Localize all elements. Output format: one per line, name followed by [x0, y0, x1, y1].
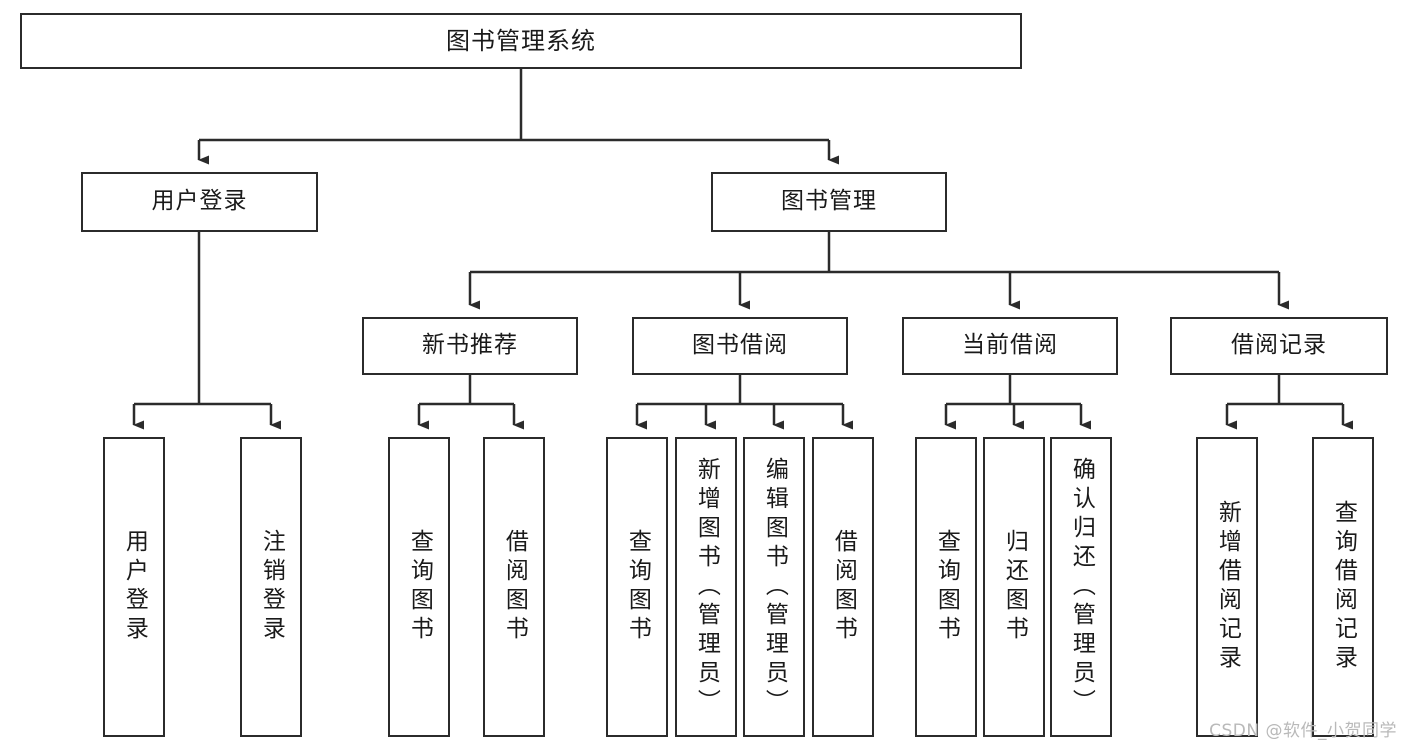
node-leaf-add-book-admin-label: 新增图书（管理员） — [693, 456, 720, 718]
node-leaf-query-borrow-record-label: 查询借阅记录 — [1330, 500, 1357, 674]
node-leaf-query-book-2[interactable]: 查询图书 — [606, 437, 668, 737]
node-leaf-borrow-book-2-label: 借阅图书 — [830, 529, 857, 645]
node-book-manage[interactable]: 图书管理 — [711, 172, 947, 232]
node-leaf-borrow-book-1[interactable]: 借阅图书 — [483, 437, 545, 737]
node-book-manage-label: 图书管理 — [781, 188, 877, 215]
node-leaf-add-book-admin[interactable]: 新增图书（管理员） — [675, 437, 737, 737]
node-leaf-query-book-3-label: 查询图书 — [933, 529, 960, 645]
watermark-text: CSDN @软件_小贺同学 — [1209, 721, 1397, 741]
node-leaf-edit-book-admin[interactable]: 编辑图书（管理员） — [743, 437, 805, 737]
node-user-login[interactable]: 用户登录 — [81, 172, 318, 232]
node-leaf-borrow-book-1-label: 借阅图书 — [501, 529, 528, 645]
node-book-borrow-label: 图书借阅 — [692, 332, 788, 359]
node-new-book-recommend[interactable]: 新书推荐 — [362, 317, 578, 375]
node-leaf-user-logout[interactable]: 注销登录 — [240, 437, 302, 737]
node-leaf-query-book-1-label: 查询图书 — [406, 529, 433, 645]
node-leaf-confirm-return-admin[interactable]: 确认归还（管理员） — [1050, 437, 1112, 737]
node-leaf-add-borrow-record-label: 新增借阅记录 — [1214, 500, 1241, 674]
node-leaf-query-book-2-label: 查询图书 — [624, 529, 651, 645]
node-current-borrow-label: 当前借阅 — [962, 332, 1058, 359]
node-leaf-query-book-1[interactable]: 查询图书 — [388, 437, 450, 737]
node-leaf-confirm-return-admin-label: 确认归还（管理员） — [1068, 456, 1095, 718]
node-book-borrow[interactable]: 图书借阅 — [632, 317, 848, 375]
node-borrow-record-label: 借阅记录 — [1231, 332, 1327, 359]
node-user-login-label: 用户登录 — [151, 188, 248, 215]
node-leaf-query-borrow-record[interactable]: 查询借阅记录 — [1312, 437, 1374, 737]
node-current-borrow[interactable]: 当前借阅 — [902, 317, 1118, 375]
node-leaf-user-login-label: 用户登录 — [121, 529, 148, 645]
node-leaf-query-book-3[interactable]: 查询图书 — [915, 437, 977, 737]
node-leaf-borrow-book-2[interactable]: 借阅图书 — [812, 437, 874, 737]
node-root[interactable]: 图书管理系统 — [20, 13, 1022, 69]
node-leaf-edit-book-admin-label: 编辑图书（管理员） — [761, 456, 788, 718]
node-leaf-user-logout-label: 注销登录 — [258, 529, 285, 645]
node-new-book-recommend-label: 新书推荐 — [422, 332, 518, 359]
node-leaf-add-borrow-record[interactable]: 新增借阅记录 — [1196, 437, 1258, 737]
node-leaf-user-login[interactable]: 用户登录 — [103, 437, 165, 737]
node-leaf-return-book[interactable]: 归还图书 — [983, 437, 1045, 737]
node-leaf-return-book-label: 归还图书 — [1001, 529, 1028, 645]
node-root-label: 图书管理系统 — [446, 26, 596, 55]
node-borrow-record[interactable]: 借阅记录 — [1170, 317, 1388, 375]
